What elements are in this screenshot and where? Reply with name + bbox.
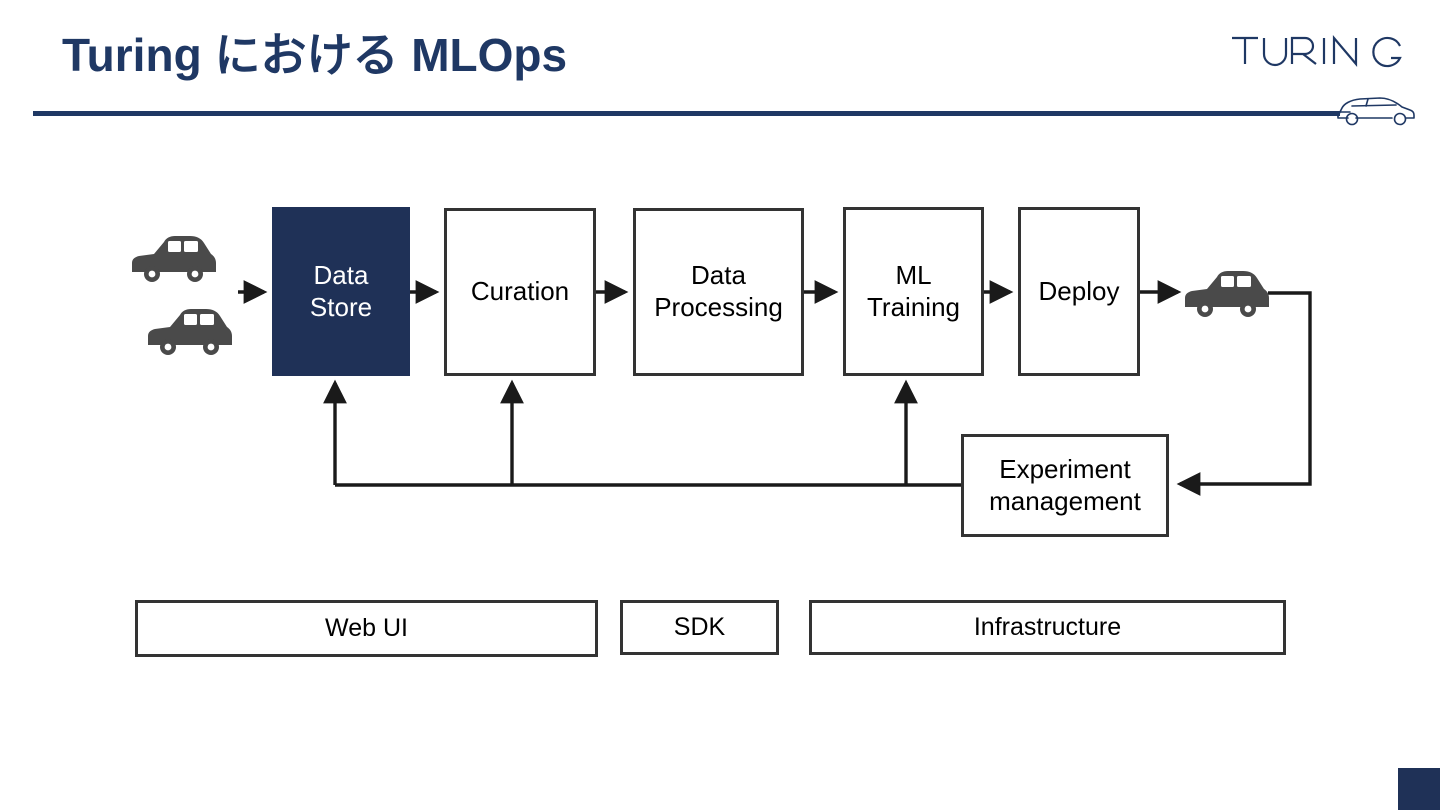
flow-node-label-line1: Deploy (1038, 275, 1120, 306)
layer-bar-web-ui[interactable]: Web UI (135, 600, 598, 657)
layer-bar-sdk[interactable]: SDK (620, 600, 779, 655)
flow-node-data-store[interactable]: Data Store (272, 207, 410, 376)
flow-node-label-line1: Curation (470, 276, 570, 307)
flow-node-label-line2: management (989, 485, 1141, 516)
flow-node-label-line1: Data (313, 259, 369, 290)
corner-accent-block (1398, 768, 1440, 810)
flow-node-label-line2: Store (309, 291, 373, 322)
car-outline-icon (1337, 97, 1415, 126)
header-divider (33, 111, 1340, 116)
car-icon (1185, 271, 1269, 317)
layer-bar-label: Web UI (325, 614, 408, 642)
layer-bar-infrastructure[interactable]: Infrastructure (809, 600, 1286, 655)
car-icon (132, 236, 216, 282)
layer-bar-label: SDK (673, 613, 726, 641)
flow-node-label-line2: Training (867, 291, 960, 322)
flow-node-ml-training[interactable]: ML Training (843, 207, 984, 376)
turing-logo (1232, 34, 1402, 68)
flow-node-label-line1: Experiment (999, 453, 1131, 484)
layer-bar-label: Infrastructure (973, 613, 1122, 641)
flow-node-experiment-management[interactable]: Experiment management (961, 434, 1169, 537)
flow-node-label-line1: ML (895, 259, 932, 290)
flow-node-deploy[interactable]: Deploy (1018, 207, 1140, 376)
flow-node-curation[interactable]: Curation (444, 208, 596, 376)
flow-node-label-line2: Processing (654, 292, 783, 322)
page-title: Turing における MLOps (62, 29, 568, 81)
flow-node-data-processing[interactable]: Data Processing (633, 208, 804, 376)
flow-node-label-line1: Data (691, 260, 746, 291)
car-icon (148, 309, 232, 355)
